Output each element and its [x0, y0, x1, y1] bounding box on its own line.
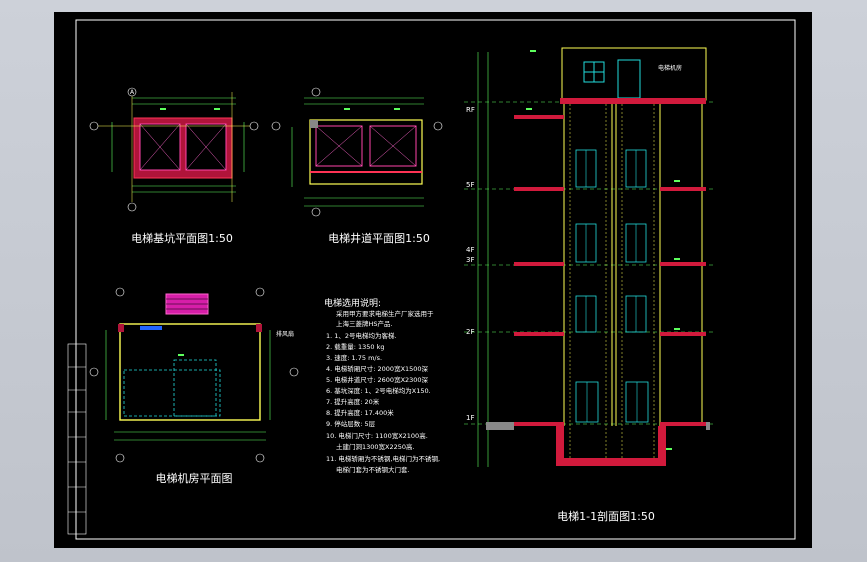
- level-label: 2F: [466, 328, 474, 336]
- note-line: 电梯门套为不锈钢大门套.: [336, 465, 410, 474]
- machine-room-label: 电梯机房: [658, 64, 682, 72]
- note-line: 6. 基坑深度: 1、2号电梯均为X150.: [326, 386, 431, 395]
- axis-bubble: [127, 87, 137, 97]
- title-block: [67, 343, 87, 535]
- dimension-marks: [160, 50, 680, 450]
- note-line: 10. 电梯门尺寸: 1100宽X2100高.: [326, 431, 428, 440]
- level-label: 4F: [466, 246, 474, 254]
- note-line: 9. 停站层数: 5层: [326, 419, 376, 428]
- shaft-plan-title: 电梯井道平面图1:50: [328, 231, 430, 245]
- drawing-sheet: A 电梯基坑平面图1:50: [54, 12, 812, 548]
- level-label: 3F: [466, 256, 474, 264]
- note-line: 4. 电梯轿厢尺寸: 2000宽X1500深: [326, 364, 429, 373]
- level-label: 1F: [466, 414, 474, 422]
- shaft-plan: 电梯井道平面图1:50: [271, 87, 443, 245]
- note-line: 土建门洞1300宽X2250高.: [336, 442, 415, 451]
- level-label: RF: [466, 106, 475, 114]
- vent-label: 排风扇: [276, 330, 294, 338]
- notes-heading: 电梯选用说明:: [324, 297, 381, 309]
- note-line: 上海三菱牌HS产品.: [336, 319, 393, 328]
- axis-label: A: [130, 89, 135, 96]
- section-title: 电梯1-1剖面图1:50: [557, 509, 655, 523]
- note-line: 8. 提升高度: 17.400米: [326, 408, 394, 417]
- elevator-notes: 电梯选用说明: 采用甲方要求电梯生产厂家选用于 上海三菱牌HS产品. 1. 1、…: [324, 297, 440, 474]
- note-line: 7. 提升高度: 20米: [326, 397, 380, 406]
- note-line: 3. 速度: 1.75 m/s.: [326, 353, 382, 362]
- note-line: 采用甲方要求电梯生产厂家选用于: [336, 309, 434, 318]
- section-1-1: RF 5F 4F 3F 2F 1F 电梯机房: [464, 47, 714, 523]
- pit-plan-title: 电梯基坑平面图1:50: [131, 231, 233, 245]
- machine-room-title: 电梯机房平面图: [156, 471, 233, 485]
- note-line: 11. 电梯轿厢为不锈钢,电梯门为不锈钢,: [326, 454, 440, 463]
- inner-frame: [75, 19, 796, 540]
- note-line: 2. 载重量: 1350 kg: [326, 342, 385, 351]
- machine-room-plan: 排风扇 电梯机房平面图: [89, 287, 299, 485]
- level-label: 5F: [466, 181, 474, 189]
- note-line: 1. 1、2号电梯均为客梯.: [326, 331, 397, 340]
- note-line: 5. 电梯井道尺寸: 2600宽X2300深: [326, 375, 429, 384]
- pit-plan: A 电梯基坑平面图1:50: [89, 87, 259, 245]
- drawing-canvas: A 电梯基坑平面图1:50: [67, 19, 796, 540]
